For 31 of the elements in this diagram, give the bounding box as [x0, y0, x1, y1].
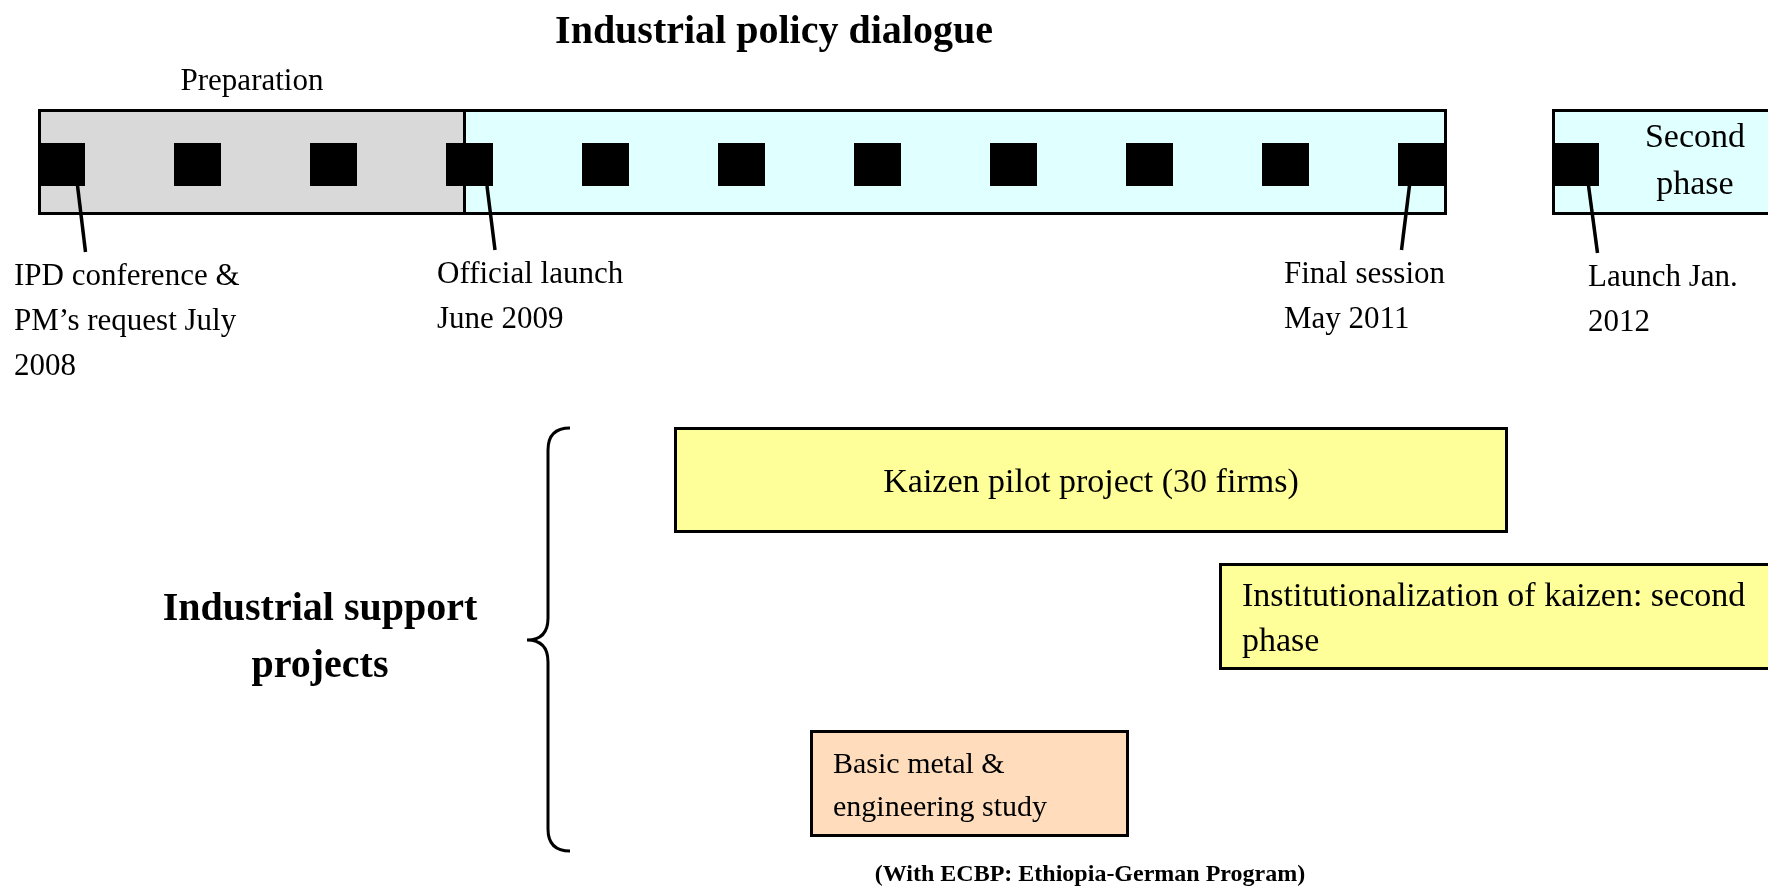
- project-label: Basic metal & engineering study: [832, 744, 1049, 824]
- project-bar: [810, 730, 1129, 837]
- milestone-label: Official launch June 2009: [437, 250, 672, 340]
- milestone-marker: [989, 142, 1037, 186]
- leader-line: [1586, 185, 1600, 254]
- milestone-marker: [853, 142, 901, 186]
- project-label: Institutionalization of kaizen: second phase: [1241, 574, 1747, 660]
- phase-label: Second phase: [1643, 116, 1747, 203]
- milestone-label: Final session May 2011: [1284, 250, 1489, 340]
- phase-heading: Preparation: [179, 61, 325, 99]
- leader-line: [75, 185, 88, 253]
- diagram-title: Industrial policy dialogue: [554, 6, 994, 53]
- timeline-band: [463, 109, 1447, 215]
- milestone-marker: [1397, 142, 1445, 186]
- project-label: Kaizen pilot project (30 firms): [883, 460, 1299, 501]
- milestone-label: Launch Jan. 2012: [1588, 253, 1738, 343]
- timeline-band: [1552, 109, 1768, 215]
- milestone-marker: [446, 143, 493, 186]
- milestone-marker: [581, 142, 629, 186]
- milestone-marker: [717, 142, 765, 186]
- milestone-label: IPD conference & PM’s request July 2008: [14, 252, 264, 387]
- group-heading: Industrial support projects: [161, 583, 479, 688]
- milestone-marker: [173, 142, 221, 186]
- leader-line: [485, 185, 497, 251]
- note-text: (With ECBP: Ethiopia-German Program): [873, 859, 1307, 887]
- milestone-marker: [1261, 142, 1309, 186]
- leader-line: [1399, 185, 1412, 251]
- project-bar: [674, 427, 1508, 533]
- project-bar: [1219, 563, 1768, 670]
- milestone-marker: [1125, 142, 1173, 186]
- milestone-marker: [309, 142, 357, 186]
